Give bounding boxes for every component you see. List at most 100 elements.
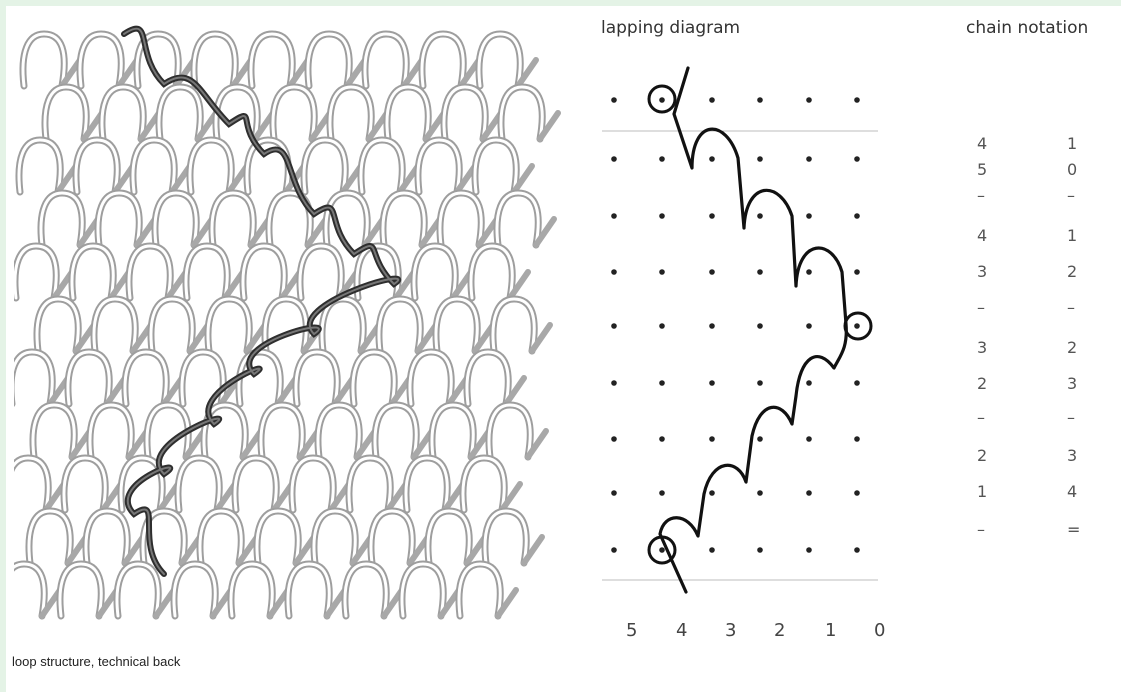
chain-left-cell: 1 bbox=[977, 482, 987, 501]
yarn-loop-highlight bbox=[159, 87, 200, 139]
yarn-loop-highlight bbox=[247, 140, 288, 192]
yarn-loop-highlight bbox=[318, 405, 359, 457]
needle-dot bbox=[709, 436, 715, 442]
yarn-loop-highlight bbox=[37, 299, 78, 351]
needle-dot bbox=[611, 436, 617, 442]
needle-dot bbox=[659, 490, 665, 496]
yarn-loop-highlight bbox=[60, 564, 101, 616]
lapping-diagram bbox=[596, 56, 896, 596]
yarn-loop-highlight bbox=[414, 246, 455, 298]
yarn-loop-highlight bbox=[239, 352, 280, 404]
yarn-loop-highlight bbox=[102, 87, 143, 139]
yarn-loop-highlight bbox=[155, 193, 196, 245]
yarn-loop-highlight bbox=[29, 511, 70, 563]
needle-dot bbox=[709, 97, 715, 103]
yarn-loop-highlight bbox=[322, 299, 363, 351]
yarn-loop-highlight bbox=[353, 352, 394, 404]
chain-notation-title: chain notation bbox=[966, 18, 1088, 38]
needle-dot bbox=[611, 380, 617, 386]
yarn-loop-highlight bbox=[15, 246, 56, 298]
yarn-loop-highlight bbox=[200, 511, 241, 563]
needle-number-1: 1 bbox=[825, 620, 836, 641]
yarn-loop-highlight bbox=[304, 140, 345, 192]
chain-left-cell: 4 bbox=[977, 226, 987, 245]
yarn-loop-highlight bbox=[174, 564, 215, 616]
needle-dot bbox=[709, 547, 715, 553]
needle-dot bbox=[806, 436, 812, 442]
yarn-loop-highlight bbox=[190, 140, 231, 192]
chain-right-cell: – bbox=[1067, 298, 1075, 317]
needle-dot bbox=[709, 380, 715, 386]
needle-dot bbox=[806, 323, 812, 329]
needle-dot bbox=[854, 436, 860, 442]
yarn-loop-highlight bbox=[133, 140, 174, 192]
chain-left-cell: 2 bbox=[977, 374, 987, 393]
chain-right-cell: 4 bbox=[1067, 482, 1077, 501]
needle-dot bbox=[854, 490, 860, 496]
needle-dot bbox=[806, 547, 812, 553]
chain-right-cell: – bbox=[1067, 186, 1075, 205]
yarn-loop-highlight bbox=[436, 299, 477, 351]
needle-dot bbox=[611, 323, 617, 329]
needle-dot bbox=[757, 97, 763, 103]
yarn-loop-highlight bbox=[440, 193, 481, 245]
yarn-loop-highlight bbox=[194, 34, 235, 86]
yarn-loop-highlight bbox=[379, 299, 420, 351]
needle-number-3: 3 bbox=[725, 620, 736, 641]
chain-left-cell: 4 bbox=[977, 134, 987, 153]
chain-left-cell: 2 bbox=[977, 446, 987, 465]
needle-dot bbox=[854, 380, 860, 386]
yarn-loop-highlight bbox=[212, 193, 253, 245]
needle-dot bbox=[854, 97, 860, 103]
needle-dot bbox=[709, 490, 715, 496]
yarn-loop-highlight bbox=[45, 87, 86, 139]
needle-dot bbox=[854, 547, 860, 553]
yarn-loop-highlight bbox=[288, 564, 329, 616]
needle-dot bbox=[806, 380, 812, 386]
yarn-loop-highlight bbox=[493, 299, 534, 351]
needle-dot bbox=[757, 490, 763, 496]
chain-left-cell: 3 bbox=[977, 338, 987, 357]
yarn-loop-highlight bbox=[467, 352, 508, 404]
needle-dot bbox=[709, 269, 715, 275]
needle-dot bbox=[659, 269, 665, 275]
chain-left-cell: – bbox=[977, 298, 985, 317]
needle-dot bbox=[659, 436, 665, 442]
needle-dot bbox=[709, 213, 715, 219]
yarn-loop-highlight bbox=[76, 140, 117, 192]
yarn-loop-highlight bbox=[243, 246, 284, 298]
needle-dot bbox=[611, 213, 617, 219]
yarn-loop-highlight bbox=[125, 352, 166, 404]
yarn-loop-highlight bbox=[428, 511, 469, 563]
chain-right-cell: 2 bbox=[1067, 262, 1077, 281]
needle-dot bbox=[757, 323, 763, 329]
chain-left-cell: 3 bbox=[977, 262, 987, 281]
needle-dot bbox=[709, 156, 715, 162]
yarn-loop-highlight bbox=[308, 34, 349, 86]
yarn-loop-highlight bbox=[361, 140, 402, 192]
needle-dot bbox=[806, 97, 812, 103]
yarn-loop-highlight bbox=[349, 458, 390, 510]
yarn-loop-highlight bbox=[300, 246, 341, 298]
loop-structure-caption: loop structure, technical back bbox=[12, 654, 180, 669]
yarn-loop-highlight bbox=[235, 458, 276, 510]
yarn-loop-highlight bbox=[251, 34, 292, 86]
yarn-loop-highlight bbox=[485, 511, 526, 563]
needle-dot bbox=[854, 269, 860, 275]
needle-dot bbox=[611, 269, 617, 275]
yarn-loop-highlight bbox=[444, 87, 485, 139]
needle-number-5: 5 bbox=[626, 620, 637, 641]
yarn-loop-highlight bbox=[345, 564, 386, 616]
yarn-loop-highlight bbox=[422, 34, 463, 86]
needle-dot bbox=[757, 380, 763, 386]
yarn-loop-highlight bbox=[257, 511, 298, 563]
needle-number-2: 2 bbox=[774, 620, 785, 641]
needle-dot bbox=[806, 156, 812, 162]
yarn-loop-highlight bbox=[479, 34, 520, 86]
yarn-loop-highlight bbox=[501, 87, 542, 139]
needle-dot bbox=[611, 490, 617, 496]
yarn-loop-highlight bbox=[86, 511, 127, 563]
needle-dot bbox=[757, 156, 763, 162]
yarn-loop-highlight bbox=[292, 458, 333, 510]
yarn-loop-highlight bbox=[14, 458, 48, 510]
